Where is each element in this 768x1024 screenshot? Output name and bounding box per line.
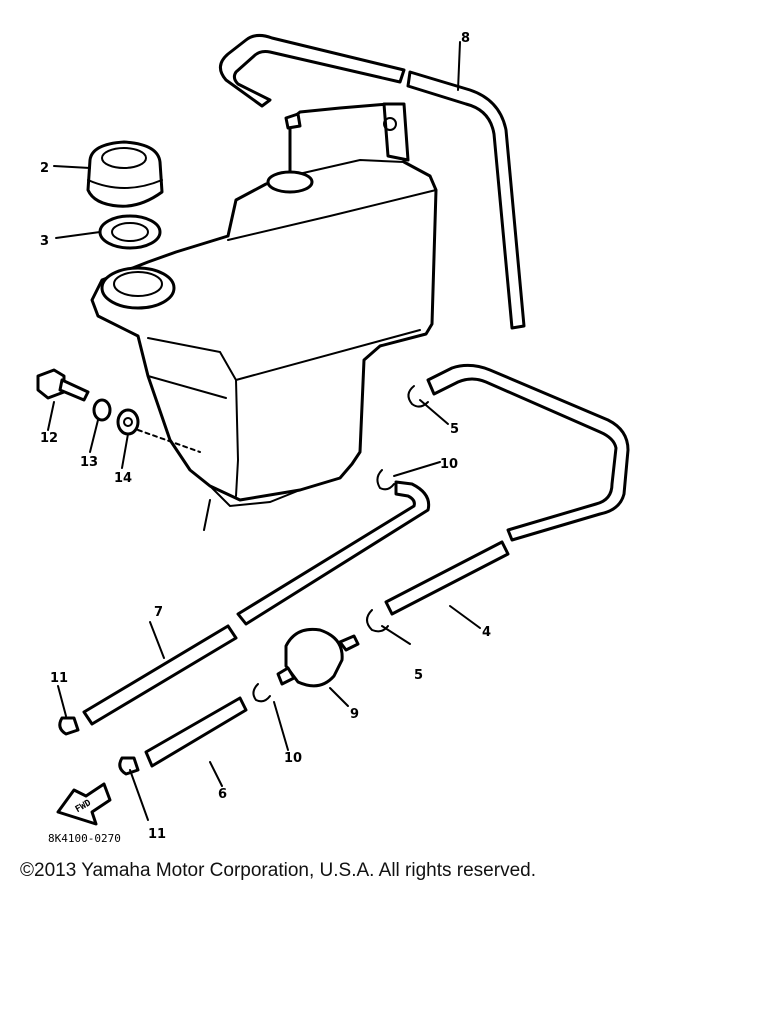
callout-5-lower: 5 (414, 668, 423, 683)
washer-13 (92, 398, 112, 422)
callout-11-lower: 11 (148, 827, 166, 842)
callout-9: 9 (350, 707, 359, 722)
reservoir-cap (86, 140, 164, 208)
hose-8 (219, 33, 526, 330)
callout-4: 4 (482, 625, 491, 640)
clamp-5-lower (366, 609, 389, 633)
washer-14 (116, 408, 140, 436)
copyright-notice: ©2013 Yamaha Motor Corporation, U.S.A. A… (20, 860, 536, 881)
clamp-10-lower (252, 683, 271, 703)
clamp-10-upper (376, 469, 395, 491)
bolt (36, 368, 90, 402)
callout-5-upper: 5 (450, 422, 459, 437)
callout-8: 8 (461, 31, 470, 46)
diagram-code: 8K4100-0270 (48, 832, 121, 845)
cap-gasket (98, 214, 162, 250)
callout-7: 7 (154, 605, 163, 620)
coolant-reservoir-tank (90, 102, 438, 531)
filter (276, 627, 360, 688)
clamp-11-lower (118, 756, 140, 776)
callout-10-lower: 10 (284, 751, 302, 766)
callout-2: 2 (40, 161, 49, 176)
clamp-11-upper (58, 716, 80, 736)
callout-6: 6 (218, 787, 227, 802)
fwd-arrow-icon: FWD (56, 782, 112, 826)
hose-7 (82, 480, 431, 726)
callout-3: 3 (40, 234, 49, 249)
hose-4 (384, 363, 630, 616)
clamp-5-upper (407, 385, 429, 408)
callout-14: 14 (114, 471, 132, 486)
parts-diagram: 2 3 4 5 5 6 7 8 9 10 10 11 11 12 13 14 F… (36, 31, 630, 845)
callout-10-upper: 10 (440, 457, 458, 472)
callout-11-upper: 11 (50, 671, 68, 686)
hose-6 (144, 696, 248, 768)
callout-13: 13 (80, 455, 98, 470)
leader-lines (47, 41, 481, 821)
callout-12: 12 (40, 431, 58, 446)
